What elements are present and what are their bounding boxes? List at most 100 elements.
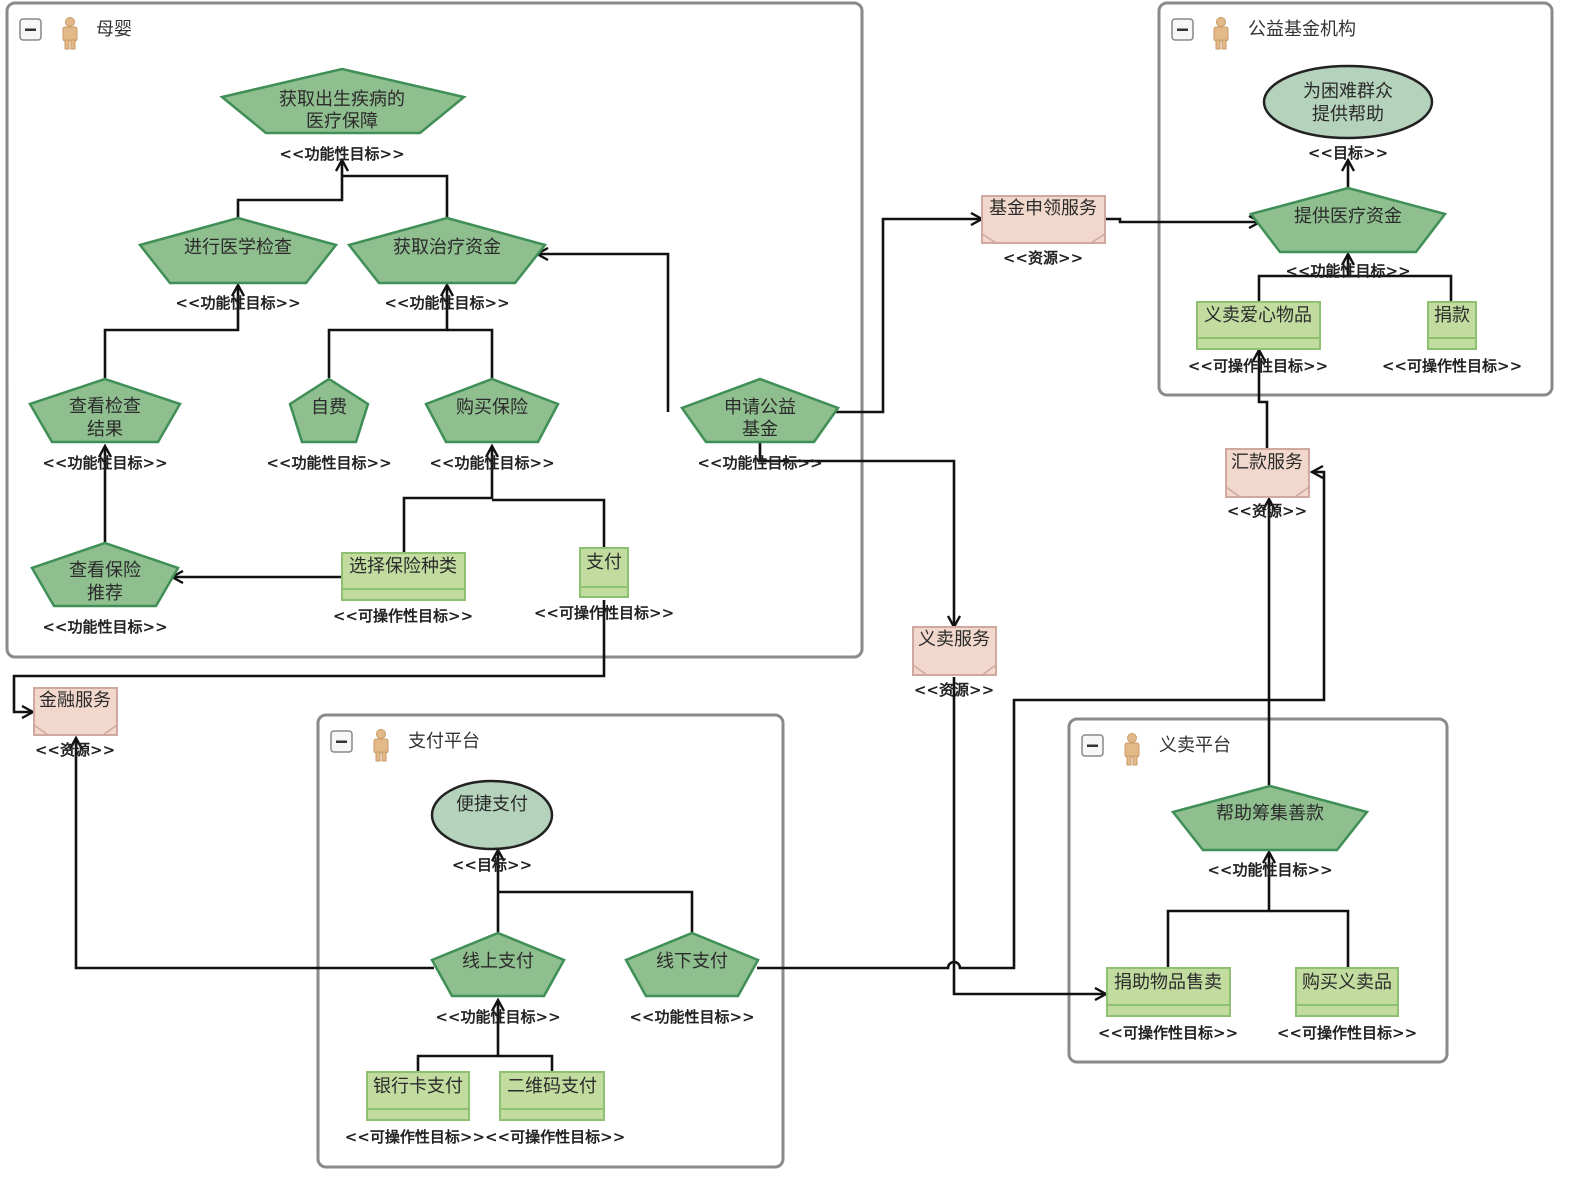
link [1257, 254, 1348, 302]
link [498, 890, 694, 933]
link [1259, 350, 1269, 449]
stereotype-label: <<功能性目标>> [42, 454, 167, 472]
link [1166, 852, 1269, 968]
goal-medical-check[interactable]: 进行医学检查 <<功能性目标>> [137, 216, 339, 312]
actor-charity-sale-platform: 义卖平台 [1067, 717, 1449, 1064]
svg-text:获取出生疾病的: 获取出生疾病的 [279, 89, 405, 110]
softgoal-easy-pay[interactable]: 便捷支付 <<目标>> [430, 779, 554, 874]
stereotype-label: <<目标>> [1308, 144, 1388, 162]
actor-charity-fund: 公益基金机构 [1157, 1, 1554, 397]
stereotype-label: <<可操作性目标>> [1098, 1024, 1238, 1042]
svg-text:义卖爱心物品: 义卖爱心物品 [1204, 305, 1312, 326]
link [498, 1054, 554, 1072]
svg-text:获取治疗资金: 获取治疗资金 [393, 237, 501, 258]
collapse-button[interactable] [19, 18, 42, 41]
svg-text:捐助物品售卖: 捐助物品售卖 [1114, 972, 1222, 993]
minus-icon [1087, 744, 1098, 747]
link [537, 254, 670, 412]
link [447, 328, 494, 378]
svg-text:线上支付: 线上支付 [462, 951, 534, 972]
goal-self-pay[interactable]: 自费 <<功能性目标>> [266, 377, 392, 472]
link [76, 738, 434, 970]
resource-remit-service[interactable]: 汇款服务 <<资源>> [1225, 448, 1310, 520]
actor-title: 义卖平台 [1159, 735, 1231, 756]
actor-payment-platform: 支付平台 [316, 713, 785, 1169]
svg-text:提供帮助: 提供帮助 [1312, 104, 1384, 125]
link [103, 285, 238, 378]
softgoal-help-needy[interactable]: 为困难群众 提供帮助 <<目标>> [1262, 64, 1434, 162]
svg-text:线下支付: 线下支付 [656, 951, 728, 972]
stereotype-label: <<可操作性目标>> [1188, 357, 1328, 375]
stereotype-label: <<资源>> [35, 741, 115, 759]
svg-text:推荐: 推荐 [87, 583, 123, 604]
task-qr-pay[interactable]: 二维码支付 [499, 1071, 605, 1121]
stereotype-label: <<功能性目标>> [175, 294, 300, 312]
svg-text:自费: 自费 [311, 397, 347, 418]
goal-online-pay[interactable]: 线上支付 <<功能性目标>> [430, 931, 566, 1026]
stereotype-label: <<功能性目标>> [435, 1008, 560, 1026]
stereotype-label: <<功能性目标>> [42, 618, 167, 636]
svg-text:基金: 基金 [742, 419, 778, 440]
stereotype-label: <<功能性目标>> [266, 454, 391, 472]
svg-text:购买义卖品: 购买义卖品 [1302, 972, 1392, 993]
collapse-button[interactable] [1081, 734, 1104, 757]
svg-text:提供医疗资金: 提供医疗资金 [1294, 206, 1402, 227]
minus-icon [25, 28, 36, 31]
stereotype-label: <<功能性目标>> [697, 454, 822, 472]
link [830, 219, 982, 414]
goal-offline-pay[interactable]: 线下支付 <<功能性目标>> [624, 931, 760, 1026]
goal-get-treatment-funds[interactable]: 获取治疗资金 <<功能性目标>> [346, 216, 548, 312]
svg-text:查看检查: 查看检查 [69, 396, 141, 417]
svg-text:支付: 支付 [586, 552, 622, 573]
resource-finance-service[interactable]: 金融服务 <<资源>> [33, 687, 118, 759]
stereotype-label: <<可操作性目标>> [333, 607, 473, 625]
goal-apply-fund[interactable]: 申请公益 基金 <<功能性目标>> [680, 377, 840, 472]
task-donate[interactable]: 捐款 <<可操作性目标>> [1382, 301, 1522, 375]
task-buy-charity-items[interactable]: 购买义卖品 <<可操作性目标>> [1277, 967, 1417, 1042]
task-pay[interactable]: 支付 <<可操作性目标>> [534, 547, 674, 622]
svg-text:购买保险: 购买保险 [456, 397, 528, 418]
collapse-button[interactable] [330, 730, 353, 753]
task-donate-items-sale[interactable]: 捐助物品售卖 <<可操作性目标>> [1098, 967, 1238, 1042]
actor-title: 母婴 [96, 19, 132, 40]
goal-get-birth-medical[interactable]: 获取出生疾病的 医疗保障 <<功能性目标>> [219, 67, 467, 163]
resource-charity-sale-service[interactable]: 义卖服务 <<资源>> [912, 626, 997, 699]
svg-text:进行医学检查: 进行医学检查 [184, 237, 292, 258]
stereotype-label: <<资源>> [1003, 249, 1083, 267]
task-charity-sale-items[interactable]: 义卖爱心物品 <<可操作性目标>> [1188, 301, 1328, 375]
svg-text:帮助筹集善款: 帮助筹集善款 [1216, 803, 1324, 824]
links [12, 160, 1453, 1072]
link [492, 498, 606, 548]
goal-view-insurance-recommendation[interactable]: 查看保险 推荐 <<功能性目标>> [30, 541, 180, 636]
task-bank-card-pay[interactable]: 银行卡支付 [366, 1071, 470, 1121]
actor-title: 公益基金机构 [1248, 19, 1356, 40]
goal-view-check-result[interactable]: 查看检查 结果 <<功能性目标>> [28, 377, 182, 472]
stereotype-label: <<功能性目标>> [629, 1008, 754, 1026]
stereotype-label: <<功能性目标>> [1285, 262, 1410, 280]
svg-text:为困难群众: 为困难群众 [1303, 81, 1393, 102]
collapse-button[interactable] [1171, 18, 1194, 41]
task-choose-insurance[interactable]: 选择保险种类 <<可操作性目标>> [333, 552, 473, 625]
actor-person-icon [1124, 733, 1140, 766]
link [402, 446, 492, 553]
actor-person-icon [1213, 17, 1229, 50]
goal-help-raise-funds[interactable]: 帮助筹集善款 <<功能性目标>> [1170, 784, 1370, 879]
stereotype-label: <<资源>> [1227, 502, 1307, 520]
link [416, 1000, 498, 1072]
stereotype-label: <<可操作性目标>> [1277, 1024, 1417, 1042]
actor-person-icon [62, 17, 78, 50]
svg-text:结果: 结果 [87, 419, 123, 440]
svg-text:申请公益: 申请公益 [724, 397, 796, 418]
link [342, 174, 449, 218]
resource-fund-claim-service[interactable]: 基金申领服务 <<资源>> [981, 195, 1106, 267]
svg-text:二维码支付: 二维码支付 [507, 1076, 597, 1097]
link [1269, 909, 1350, 968]
goal-provide-medical-funds[interactable]: 提供医疗资金 <<功能性目标>> [1248, 186, 1448, 280]
minus-icon [1177, 28, 1188, 31]
actor-person-icon [373, 729, 389, 762]
svg-text:选择保险种类: 选择保险种类 [349, 556, 457, 577]
svg-text:查看保险: 查看保险 [69, 560, 141, 581]
svg-text:金融服务: 金融服务 [39, 690, 111, 711]
goal-buy-insurance[interactable]: 购买保险 <<功能性目标>> [424, 377, 560, 472]
stereotype-label: <<可操作性目标>><<可操作性目标>> [345, 1128, 626, 1146]
